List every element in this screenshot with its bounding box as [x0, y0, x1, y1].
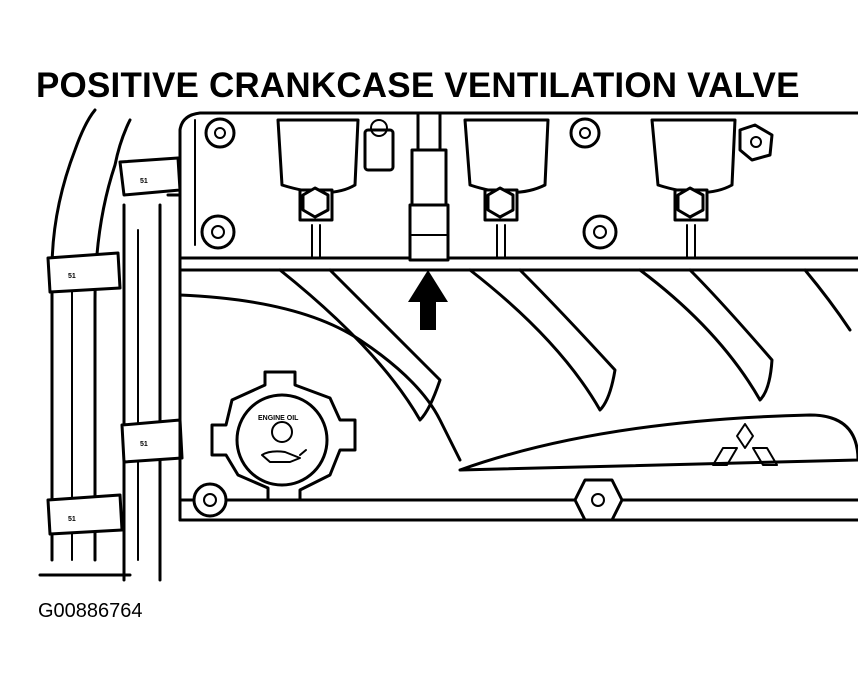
clip-label: 51 [68, 516, 76, 523]
oil-can-icon [261, 449, 307, 463]
ignition-coil [463, 118, 550, 259]
bolt [573, 478, 624, 522]
cap-label: ENGINE OIL [258, 415, 299, 422]
pcv-valve [408, 111, 450, 262]
hose-clip: 51 [120, 418, 184, 464]
hose-clip: 51 [46, 493, 124, 536]
hose-clip: 51 [118, 156, 182, 197]
clip-label: 51 [140, 441, 148, 448]
bolt [569, 117, 601, 149]
bolt [738, 123, 774, 162]
clip-label: 51 [68, 273, 76, 280]
figure-id: G00886764 [38, 600, 143, 622]
bolt [204, 117, 236, 149]
bolt [192, 482, 228, 518]
oil-filler-cap: ENGINE OIL [210, 370, 357, 502]
valve-cover-ribs [278, 268, 858, 472]
pointer-arrow-icon [408, 270, 448, 330]
clip-label: 51 [140, 178, 148, 185]
ignition-coil [276, 118, 360, 259]
diagram-title: POSITIVE CRANKCASE VENTILATION VALVE [36, 66, 800, 105]
ignition-coil [650, 118, 737, 259]
bolt [200, 214, 236, 250]
sensor [363, 119, 395, 172]
hose-clip: 51 [46, 251, 122, 294]
mitsubishi-logo-icon [712, 423, 778, 466]
bolt [582, 214, 618, 250]
engine-illustration: 51 51 51 51 [38, 108, 858, 582]
